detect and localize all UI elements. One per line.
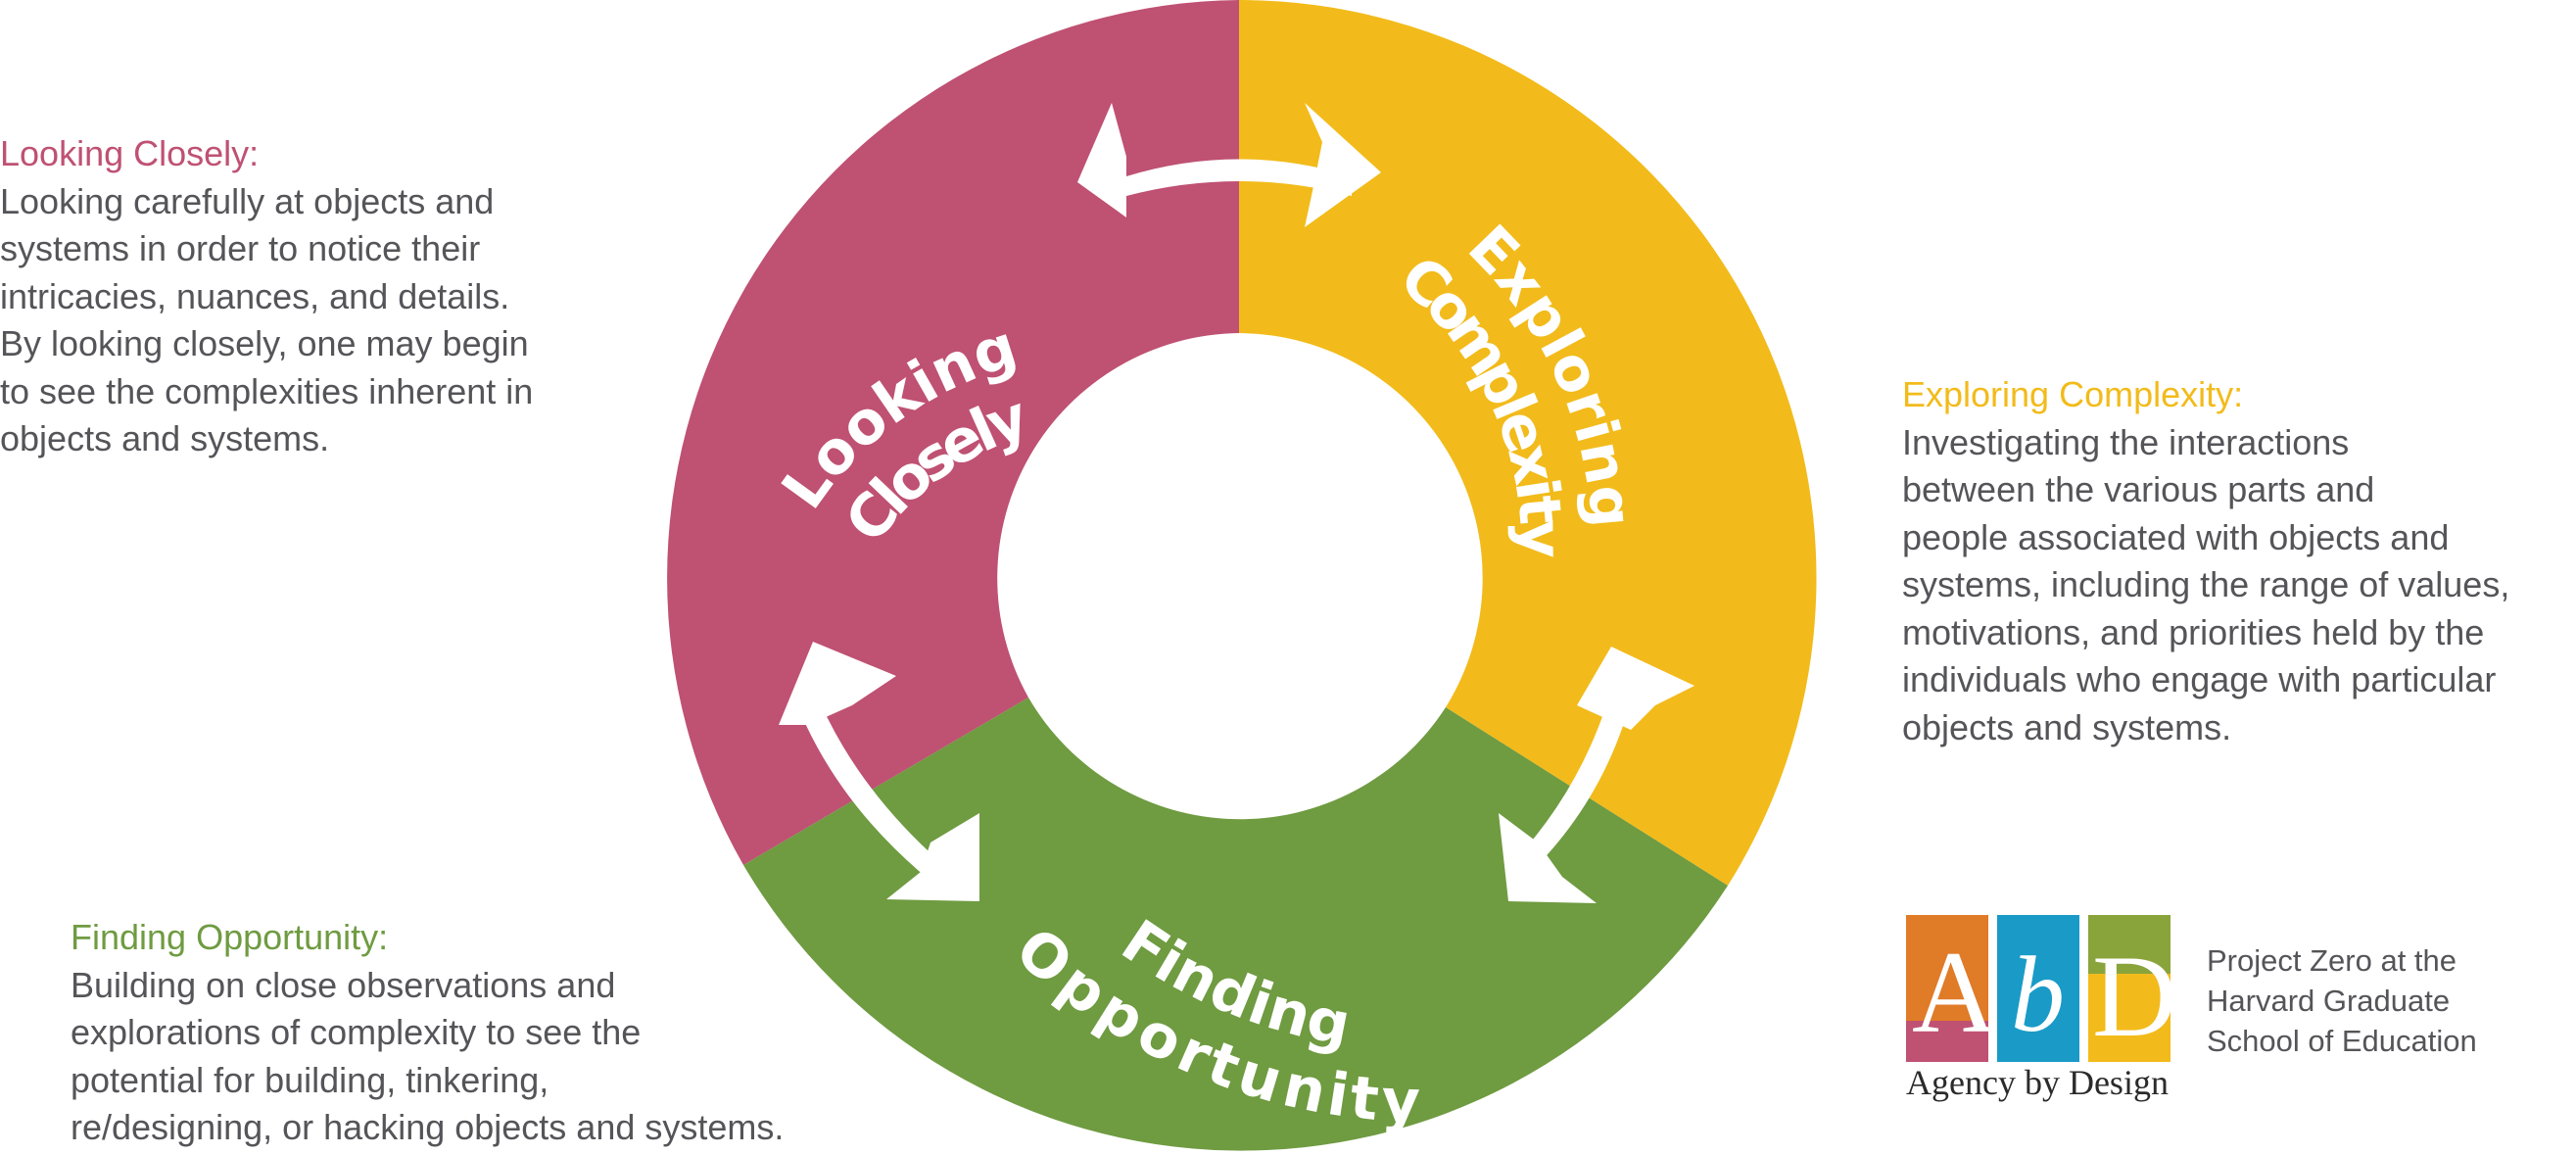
organization-line: School of Education [2207, 1024, 2477, 1058]
finding-opportunity-segment [743, 698, 1728, 1151]
description-line: to see the complexities inherent in [0, 370, 534, 411]
description-line: between the various parts and [1902, 469, 2375, 509]
description-line: individuals who engage with particular [1902, 659, 2497, 699]
organization-line: Project Zero at the [2207, 943, 2457, 978]
exploring-complexity-description: Exploring Complexity: Investigating the … [1902, 371, 2509, 751]
exploring-complexity-segment [1239, 0, 1817, 886]
description-line: objects and systems. [0, 418, 330, 458]
description-line: potential for building, tinkering, [71, 1059, 549, 1100]
finding-opportunity-title: Finding Opportunity: [71, 917, 389, 957]
description-line: Investigating the interactions [1902, 421, 2350, 462]
logo-letter-a: A [1912, 927, 1997, 1057]
double-headed-arrow-icon [1499, 647, 1694, 903]
description-line: re/designing, or hacking objects and sys… [71, 1107, 785, 1147]
looking-closely-description: Looking Closely: Looking carefully at ob… [0, 130, 533, 463]
description-line: systems, including the range of values, [1902, 564, 2510, 604]
logo-letter-d: D [2092, 931, 2177, 1061]
double-headed-arrow-icon [1077, 103, 1381, 227]
description-line: Looking carefully at objects and [0, 180, 495, 221]
description-line: motivations, and priorities held by the [1902, 611, 2485, 652]
description-line: systems in order to notice their [0, 228, 481, 268]
description-line: explorations of complexity to see the [71, 1012, 642, 1052]
looking-closely-title: Looking Closely: [0, 133, 260, 173]
description-line: By looking closely, one may begin [0, 323, 529, 363]
organization-line: Harvard Graduate [2207, 984, 2451, 1018]
description-line: people associated with objects and [1902, 516, 2450, 557]
agency-by-design-logo: A b D Agency by Design [1906, 915, 2177, 1107]
logo-letter-b: b [2011, 935, 2065, 1054]
logo-box-d: D [2088, 915, 2177, 1062]
logo-caption: Agency by Design [1906, 1063, 2169, 1102]
logo-box-a: A [1906, 915, 1997, 1062]
description-line: Building on close observations and [71, 964, 616, 1005]
finding-opportunity-description: Finding Opportunity: Building on close o… [71, 914, 784, 1152]
organization-name: Project Zero at the Harvard Graduate Sch… [2207, 940, 2477, 1061]
description-line: intricacies, nuances, and details. [0, 275, 510, 316]
double-headed-arrow-icon [779, 642, 979, 901]
description-line: objects and systems. [1902, 706, 2232, 747]
exploring-complexity-title: Exploring Complexity: [1902, 374, 2244, 414]
logo-box-b: b [1997, 915, 2079, 1062]
